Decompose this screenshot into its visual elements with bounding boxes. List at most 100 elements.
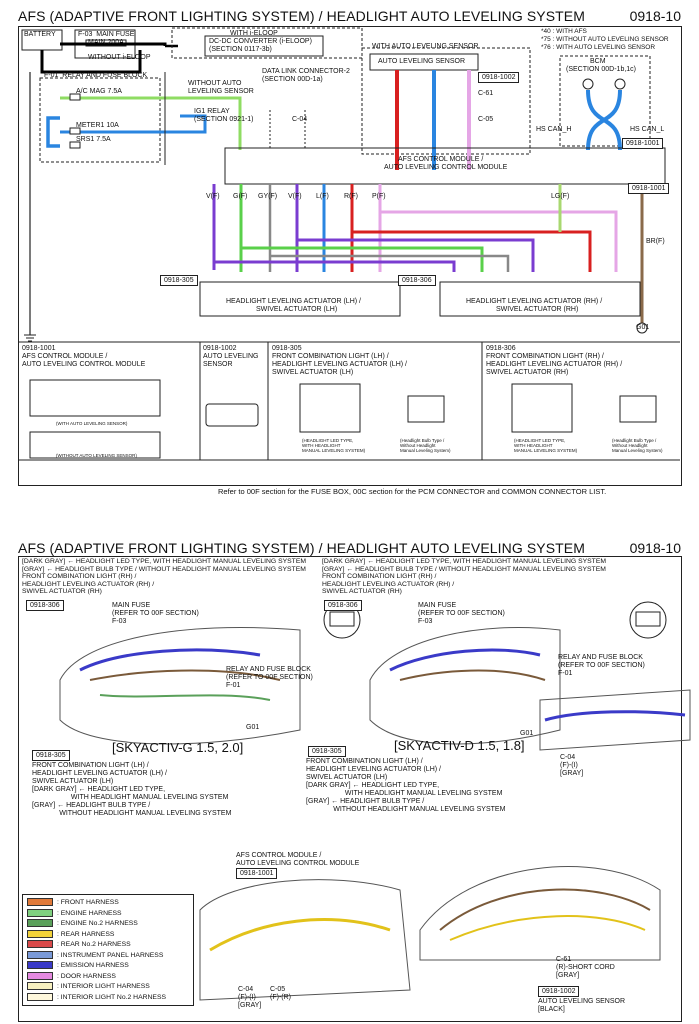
connector-306-tag-left: 0918-306 [26,600,64,611]
table-code-1001: 0918-1001 [22,345,56,352]
main-fuse-label: F-03 MAIN FUSE [78,31,135,38]
wiring-diagram [18,27,680,461]
main-fuse-note-right: MAIN FUSE (REFER TO 00F SECTION) F-03 [418,602,505,625]
legend-swatch-instrument [27,950,53,959]
with-ieloop-label: WITH i-ELOOP [230,30,278,37]
bulb-type-small-label-rh: (Headlight Bulb Type / Without Headlight… [612,438,663,453]
legend-swatch-interior [27,982,53,991]
brown-wire-label: BR(F) [646,238,665,245]
legend-row: : INSTRUMENT PANEL HARNESS [27,950,164,960]
ig1-relay-section-label: (SECTION 0921-1) [194,116,254,123]
page-2-header: AFS (ADAPTIVE FRONT LIGHTING SYSTEM) / H… [18,540,681,562]
table-name-1001: AFS CONTROL MODULE / AUTO LEVELING CONTR… [22,353,146,368]
rh-note-right: [DARK GRAY] ← HEADLIGHT LED TYPE, WITH H… [322,558,607,596]
bcm-section-label: (SECTION 00D-1b,1c) [566,66,637,73]
wire-label-gy-top: GY(F) [258,193,278,200]
legend-swatch-door [27,971,53,980]
dlc-label: DATA LINK CONNECTOR-2 [262,68,350,75]
table-code-305: 0918-305 [272,345,302,352]
wire-label-g-top: G(F) [233,193,248,200]
meter-fuse-label: METER1 10A [76,122,119,129]
page-1-title: AFS (ADAPTIVE FRONT LIGHTING SYSTEM) / H… [18,8,586,24]
diagram-frame [18,26,682,486]
lh-note-right: FRONT COMBINATION LIGHT (LH) / HEADLIGHT… [306,758,506,813]
connector-0918-306-tag: 0918-306 [398,275,436,286]
afs-module-note: AFS CONTROL MODULE / AUTO LEVELING CONTR… [236,852,360,867]
note-without-sensor: *75 : WITHOUT AUTO LEVELING SENSOR [541,36,669,43]
page-1-number: 0918-10 [629,8,681,24]
connector-1001-tag: 0918-1001 [236,868,278,879]
lh-note-left: FRONT COMBINATION LIGHT (LH) / HEADLIGHT… [32,762,232,817]
table-name-306: FRONT COMBINATION LIGHT (RH) / HEADLIGHT… [486,353,623,376]
wire-label-l-top: L(F) [316,193,329,200]
legend-label: : EMISSION HARNESS [57,962,129,969]
legend-row: : EMISSION HARNESS [27,961,129,970]
main-fuse-note-left: MAIN FUSE (REFER TO 00F SECTION) F-03 [112,602,199,625]
led-type-small-label-rh: (HEADLIGHT LED TYPE, WITH HEADLIGHT MANU… [514,438,578,453]
legend-label: : FRONT HARNESS [57,899,119,906]
sensor-note-bottom: AUTO LEVELING SENSOR [BLACK] [538,998,626,1013]
relay-block-label: F-01 RELAY AND FUSE BLOCK [44,72,148,79]
page-2: AFS (ADAPTIVE FRONT LIGHTING SYSTEM) / H… [0,530,699,1024]
ground-g01-label: G01 [636,324,650,331]
legend-swatch-engine [27,908,53,917]
legend-label: : INTERIOR LIGHT HARNESS [57,983,150,990]
legend-row: : DOOR HARNESS [27,971,116,981]
bulb-type-small-label-lh: (Headlight Bulb Type / Without Headlight… [400,438,451,453]
engine-g-label: [SKYACTIV-G 1.5, 2.0] [112,740,244,755]
c04-note-bottom: C-04 (F)-(I) [GRAY] [238,986,262,1009]
legend-row: : ENGINE HARNESS [27,908,122,918]
legend-swatch-rear-2 [27,940,53,949]
legend-swatch-front [27,898,53,907]
ac-mag-fuse-label: A/C MAG 7.5A [76,88,122,95]
c05-label: C-05 [478,116,494,123]
page-1-header: AFS (ADAPTIVE FRONT LIGHTING SYSTEM) / H… [18,8,681,30]
dcdc-section-label: (SECTION 0117-3b) [209,46,272,53]
afs-module-label-2: AUTO LEVELING CONTROL MODULE [384,164,508,171]
engine-d-label: [SKYACTIV-D 1.5, 1.8] [394,738,525,753]
bcm-label: BCM [590,58,606,65]
connector-0918-305-tag: 0918-305 [160,275,198,286]
page-2-title: AFS (ADAPTIVE FRONT LIGHTING SYSTEM) / H… [18,540,586,556]
page-1-footer: Refer to 00F section for the FUSE BOX, 0… [218,487,607,496]
c04-note-right: C-04 (F)-(I) [GRAY] [560,754,584,777]
legend-label: : REAR HARNESS [57,930,115,938]
connector-305-tag-left: 0918-305 [32,750,70,761]
actuator-lh-label-2: SWIVEL ACTUATOR (LH) [256,306,338,313]
with-auto-lev-label: WITH AUTO LEVELING SENSOR [372,43,479,50]
g01-label-right: G01 [520,730,534,737]
legend-row: : INTERIOR LIGHT HARNESS [27,982,150,991]
legend-label: : DOOR HARNESS [57,972,116,980]
connector-0918-1001-tag: 0918-1001 [622,138,664,149]
legend-row: : INTERIOR LIGHT No.2 HARNESS [27,992,167,1002]
legend-swatch-emission [27,961,53,970]
legend-row: : REAR HARNESS [27,929,115,939]
table-name-1002: AUTO LEVELING SENSOR [203,353,259,368]
without-auto-lev-label: WITHOUT AUTO [188,80,242,87]
connector-306-tag-right: 0918-306 [324,600,362,611]
page-2-number: 0918-10 [629,540,681,556]
table-name-305: FRONT COMBINATION LIGHT (LH) / HEADLIGHT… [272,353,407,376]
hs-can-l-label: HS CAN_L [630,126,665,133]
wire-label-v-top: V(F) [206,193,220,200]
dlc-section-label: (SECTION 00D-1a) [262,76,323,83]
legend-label: : INTERIOR LIGHT No.2 HARNESS [57,993,167,1001]
wire-label-lg-top: LG(F) [551,193,570,200]
legend-label: : ENGINE No.2 HARNESS [57,920,138,927]
relay-fuse-note-left: RELAY AND FUSE BLOCK (REFER TO 00F SECTI… [226,666,313,689]
legend-row: : ENGINE No.2 HARNESS [27,919,138,928]
wire-label-p-top: P(F) [372,193,386,200]
table-code-306: 0918-306 [486,345,516,352]
legend-label: : INSTRUMENT PANEL HARNESS [57,951,164,959]
g01-label-left: G01 [246,724,260,731]
legend-swatch-rear [27,929,53,938]
without-sensor-small-label: (WITHOUT AUTO LEVELING SENSOR) [56,453,137,458]
harness-illustration [59,601,691,1001]
connector-1002-tag: 0918-1002 [538,986,580,997]
connector-0918-1001-tag-2: 0918-1001 [628,183,670,194]
wire-label-v2-top: V(F) [288,193,302,200]
page-2-frame [18,556,682,1022]
relay-fuse-note-right: RELAY AND FUSE BLOCK (REFER TO 00F SECTI… [558,654,645,677]
connector-305-tag-right: 0918-305 [308,746,346,757]
with-sensor-small-label: (WITH AUTO LEVELING SENSOR) [56,421,128,426]
